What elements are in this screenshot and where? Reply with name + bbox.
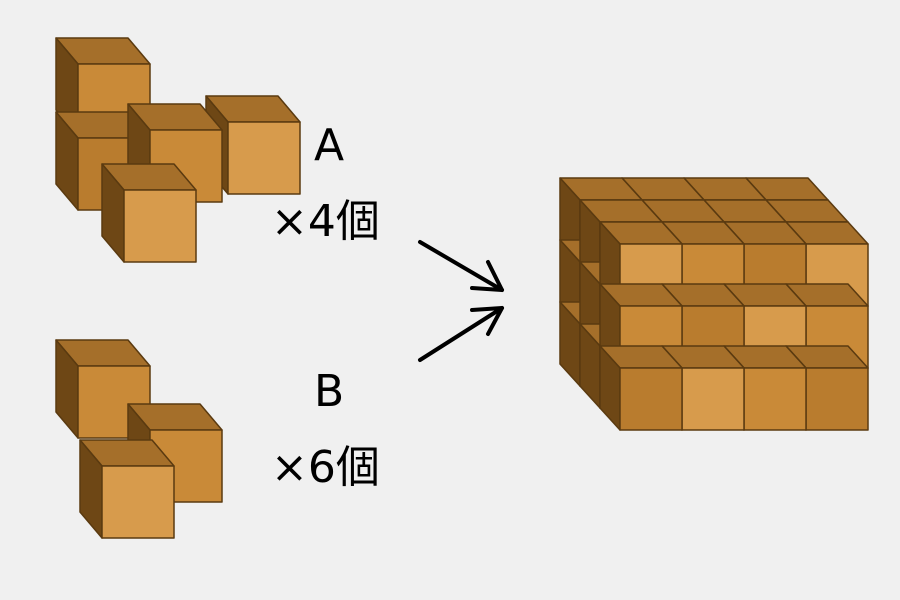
piece-a-count: ×4個 xyxy=(271,196,380,247)
piece-a-cube xyxy=(101,163,197,263)
piece-a-label: A xyxy=(314,120,345,171)
block-cube xyxy=(599,345,683,431)
arrow-a-to-block xyxy=(418,240,504,292)
piece-b-count: ×6個 xyxy=(271,442,380,493)
piece-b-label: B xyxy=(314,366,345,417)
arrow-b-to-block xyxy=(418,306,504,362)
piece-b-illustration xyxy=(55,339,223,539)
piece-a-illustration xyxy=(55,37,301,263)
piece-b-cube xyxy=(79,439,175,539)
assembled-block-illustration xyxy=(559,177,869,431)
